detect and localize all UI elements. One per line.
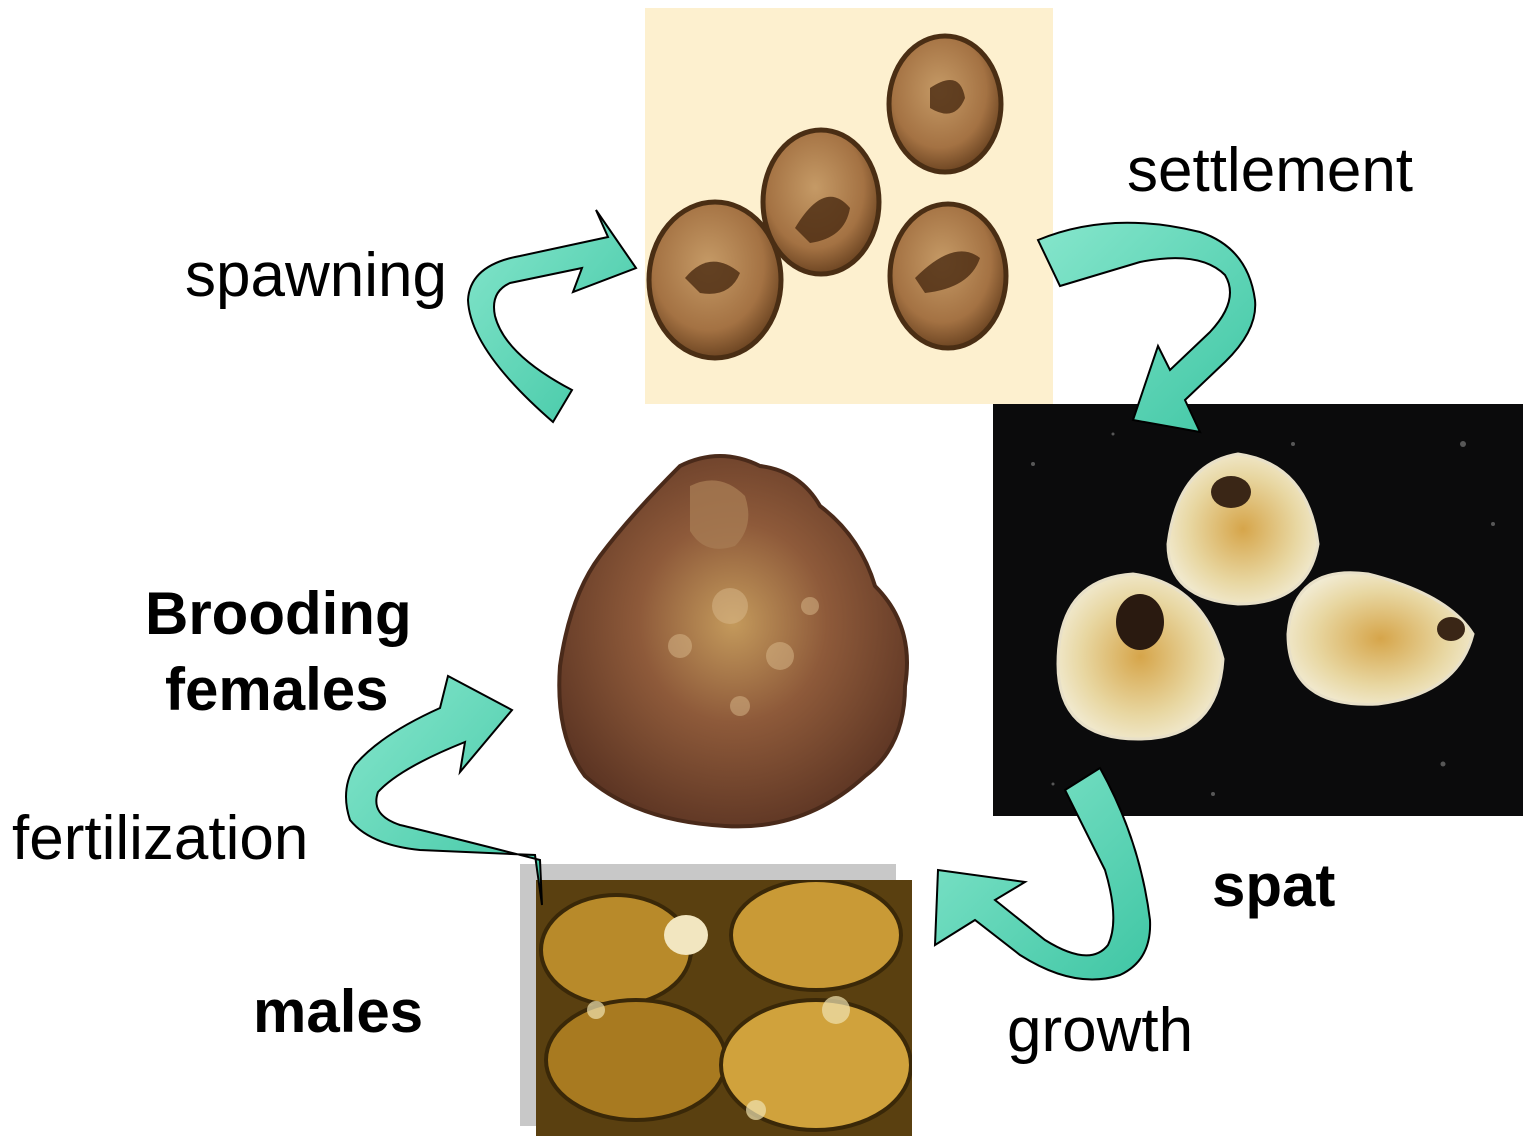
larvae-photo [645,8,1053,404]
females-label: females [165,660,388,720]
settlement-label: settlement [1127,140,1413,202]
fertilization-label: fertilization [12,808,308,870]
brooding-female-photo [540,446,930,838]
spat-label: spat [1212,856,1335,916]
spawning-label: spawning [185,245,447,307]
larva-shell [763,130,879,274]
larva-shell [889,36,1001,172]
spawning-arrow-icon [468,210,636,422]
settlement-arrow-icon [1038,223,1255,432]
brooding-label: Brooding [145,584,412,644]
larva-shell [890,204,1006,348]
males-photo [536,880,912,1136]
males-label: males [253,982,423,1042]
growth-label: growth [1007,1000,1193,1062]
larva-shell [649,202,781,358]
male-oyster [546,1000,726,1120]
spat-photo [993,404,1523,816]
male-oyster [731,880,901,990]
